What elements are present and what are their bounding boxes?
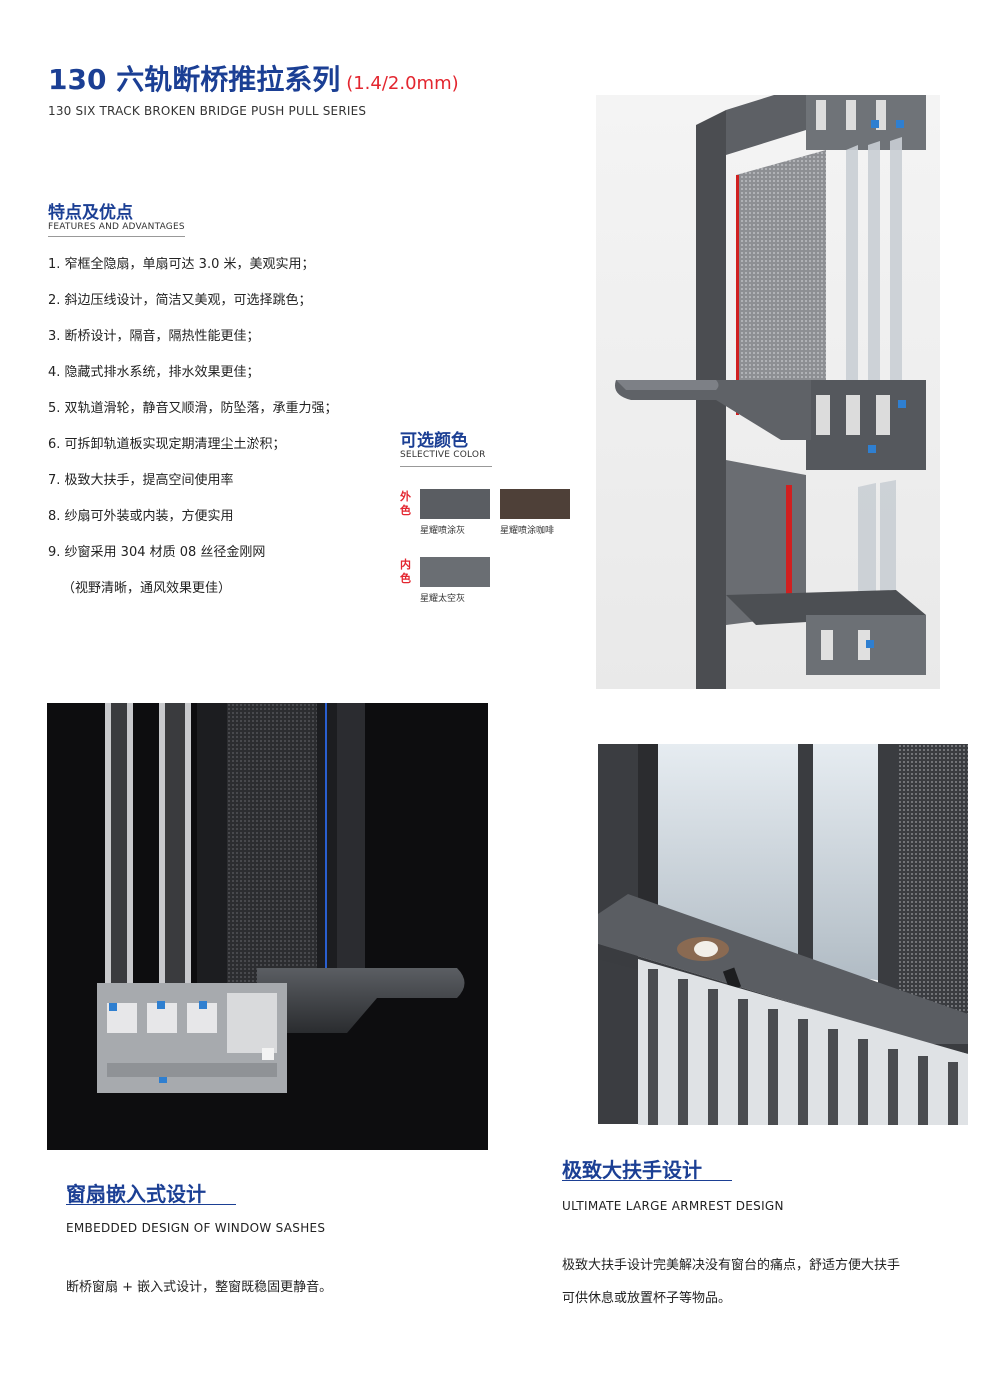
embedded-body: 断桥窗扇 + 嵌入式设计，整窗既稳固更静音。	[66, 1280, 333, 1295]
outer-color-label: 外色	[400, 490, 411, 517]
title-spec: (1.4/2.0mm)	[346, 73, 459, 94]
colors-divider	[400, 466, 492, 467]
colors-subtitle: SELECTIVE COLOR	[400, 450, 486, 460]
inner-color-label: 内色	[400, 558, 411, 585]
armrest-title: 极致大扶手设计	[562, 1158, 702, 1182]
embedded-sash-illustration	[47, 703, 488, 1150]
armrest-illustration	[598, 744, 968, 1125]
feature-item: 6. 可拆卸轨道板实现定期清理尘土淤积；	[48, 437, 286, 452]
feature-note: （视野清晰，通风效果更佳）	[62, 581, 232, 596]
feature-item: 5. 双轨道滑轮，静音又顺滑，防坠落，承重力强；	[48, 401, 338, 416]
feature-item: 7. 极致大扶手，提高空间使用率	[48, 473, 234, 488]
window-section-illustration	[615, 95, 926, 689]
product-section-image	[596, 95, 940, 689]
armrest-photo	[598, 744, 968, 1125]
feature-item: 4. 隐藏式排水系统，排水效果更佳；	[48, 365, 260, 380]
feature-item: 9. 纱窗采用 304 材质 08 丝径金刚网	[48, 545, 266, 560]
embedded-subtitle: EMBEDDED DESIGN OF WINDOW SASHES	[66, 1221, 326, 1235]
color-swatch-inner-gray[interactable]	[420, 557, 490, 587]
armrest-body-line2: 可供休息或放置杯子等物品。	[562, 1291, 732, 1306]
colors-title: 可选颜色	[400, 431, 468, 451]
armrest-body-line1: 极致大扶手设计完美解决没有窗台的痛点，舒适方便大扶手	[562, 1258, 901, 1273]
feature-item: 3. 断桥设计，隔音，隔热性能更佳；	[48, 329, 260, 344]
features-subtitle: FEATURES AND ADVANTAGES	[48, 222, 185, 232]
embedded-sash-image	[47, 703, 488, 1150]
title-cn: 130 六轨断桥推拉系列	[48, 63, 341, 96]
armrest-subtitle: ULTIMATE LARGE ARMREST DESIGN	[562, 1199, 784, 1213]
color-swatch-outer-gray[interactable]	[420, 489, 490, 519]
feature-item: 1. 窄框全隐扇，单扇可达 3.0 米，美观实用；	[48, 257, 315, 272]
embedded-title: 窗扇嵌入式设计	[66, 1182, 206, 1206]
feature-item: 2. 斜边压线设计，简洁又美观，可选择跳色；	[48, 293, 312, 308]
feature-item: 8. 纱扇可外装或内装，方便实用	[48, 509, 234, 524]
features-list: 1. 窄框全隐扇，单扇可达 3.0 米，美观实用； 2. 斜边压线设计，简洁又美…	[48, 255, 338, 579]
features-title: 特点及优点	[48, 203, 133, 223]
embedded-underline	[66, 1204, 236, 1205]
features-divider	[48, 236, 185, 237]
page-subtitle: 130 SIX TRACK BROKEN BRIDGE PUSH PULL SE…	[48, 104, 367, 118]
swatch-label: 星耀太空灰	[420, 594, 466, 604]
swatch-label: 星耀喷涂灰	[420, 526, 466, 536]
page-title: 130 六轨断桥推拉系列(1.4/2.0mm)	[48, 58, 459, 98]
armrest-underline	[562, 1180, 732, 1181]
color-swatch-outer-coffee[interactable]	[500, 489, 570, 519]
swatch-label: 星耀喷涂咖啡	[500, 526, 555, 536]
